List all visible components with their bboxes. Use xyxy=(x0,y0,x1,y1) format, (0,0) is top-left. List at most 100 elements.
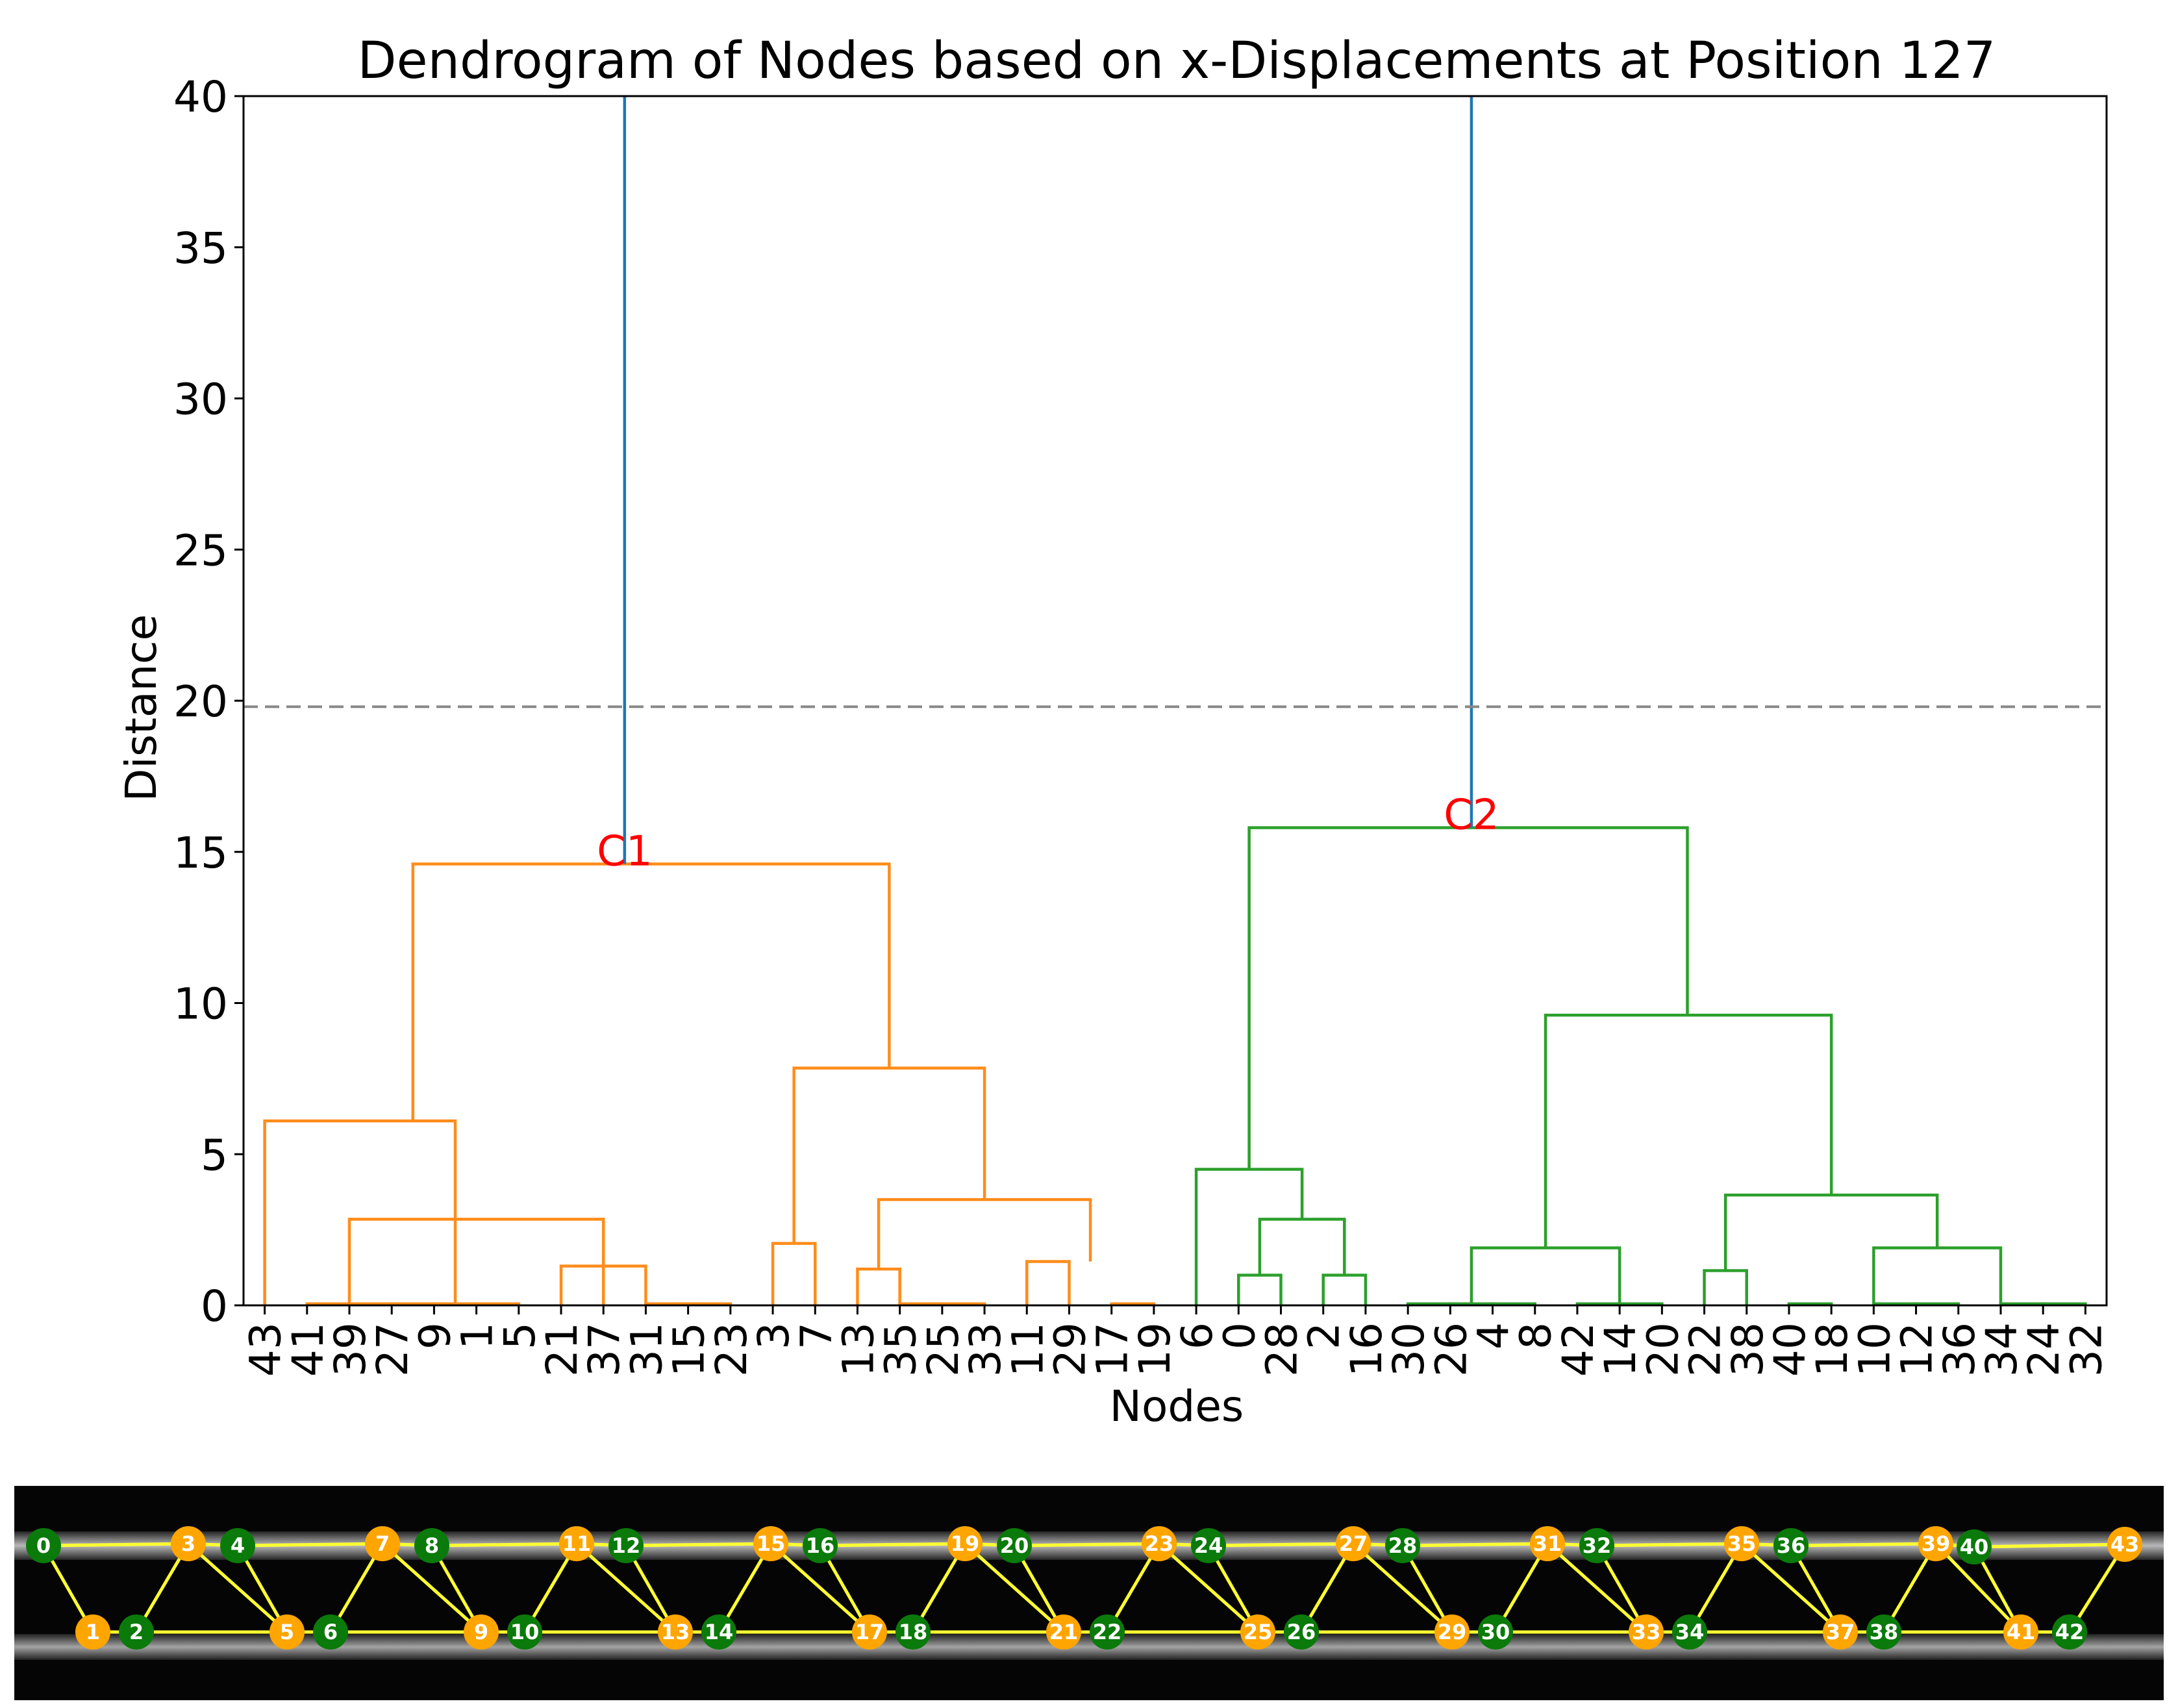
truss-node xyxy=(1385,1528,1420,1563)
leaf-label: 16 xyxy=(1342,1322,1392,1377)
truss-node-label: 18 xyxy=(899,1620,928,1644)
truss-node-label: 17 xyxy=(855,1620,884,1644)
truss-edge xyxy=(1973,1542,2125,1549)
dendrogram-link-c2 xyxy=(1544,1013,1833,1248)
dendrogram-link-c1 xyxy=(877,1198,1092,1270)
dendrogram-link-c2 xyxy=(1237,1274,1283,1305)
truss-edge xyxy=(1596,1542,1742,1548)
leaf-label: 42 xyxy=(1553,1322,1603,1377)
truss-node-label: 2 xyxy=(129,1620,144,1644)
x-axis-label: Nodes xyxy=(1110,1381,1244,1431)
leaf-label: 20 xyxy=(1638,1322,1688,1377)
leaf-label: 1 xyxy=(453,1322,503,1350)
leaf-label: 26 xyxy=(1426,1322,1476,1377)
truss-edge xyxy=(1402,1542,1548,1548)
truss-node xyxy=(1142,1526,1177,1561)
y-tick-label: 20 xyxy=(173,677,228,727)
truss-node-label: 3 xyxy=(181,1531,195,1556)
leaf-label: 12 xyxy=(1892,1322,1942,1377)
truss-node xyxy=(608,1528,644,1563)
dendrogram-link-c1 xyxy=(347,1218,605,1305)
leaf-label: 30 xyxy=(1384,1322,1434,1377)
truss-edge xyxy=(1208,1542,1354,1548)
dendrogram-link-c2 xyxy=(1258,1218,1346,1275)
leaf-label: 23 xyxy=(707,1322,757,1377)
y-tick-label: 15 xyxy=(173,828,228,878)
truss-node-label: 14 xyxy=(705,1620,734,1644)
truss-node-label: 38 xyxy=(1870,1620,1899,1644)
leaf-label: 36 xyxy=(1934,1322,1984,1377)
truss-node xyxy=(1773,1528,1809,1563)
plot-frame xyxy=(242,95,2108,1307)
leaf-label: 2 xyxy=(1299,1322,1349,1350)
truss-node xyxy=(119,1614,154,1650)
truss-node-label: 43 xyxy=(2110,1532,2140,1557)
truss-node xyxy=(701,1614,736,1650)
dendrogram-link-c1 xyxy=(792,1066,986,1244)
lower-beam xyxy=(14,1634,2164,1660)
truss-node xyxy=(1866,1614,1901,1650)
leaf-label: 19 xyxy=(1130,1322,1180,1377)
truss-edge xyxy=(964,1542,1065,1633)
truss-edge xyxy=(1014,1542,1160,1548)
truss-edge xyxy=(431,1542,577,1548)
truss-edge xyxy=(770,1542,871,1633)
y-tick-label: 35 xyxy=(173,223,228,273)
leaf-label: 31 xyxy=(621,1322,671,1377)
truss-node-label: 24 xyxy=(1194,1533,1223,1558)
leaf-label: 9 xyxy=(410,1322,460,1350)
truss-node xyxy=(2107,1527,2142,1562)
chart-title: Dendrogram of Nodes based on x-Displacem… xyxy=(358,32,1996,90)
truss-node xyxy=(1530,1526,1565,1561)
leaf-label: 27 xyxy=(368,1322,418,1377)
leaf-label: 8 xyxy=(1511,1322,1561,1350)
leaf-label: 28 xyxy=(1257,1322,1307,1377)
truss-node-label: 5 xyxy=(280,1620,294,1644)
leaf-label: 22 xyxy=(1681,1322,1731,1377)
y-tick-label: 40 xyxy=(173,72,228,122)
dendrogram-link-c2 xyxy=(1321,1274,1368,1305)
leaf-label: 39 xyxy=(325,1322,375,1377)
dendrogram-chart: Dendrogram of Nodes based on x-Displacem… xyxy=(116,32,2111,1431)
leaf-label: 17 xyxy=(1088,1322,1138,1377)
dendrogram-links xyxy=(263,826,2087,1305)
truss-node-label: 9 xyxy=(474,1620,488,1644)
cluster-label: C1 xyxy=(597,827,652,875)
truss-node xyxy=(803,1528,838,1563)
dendrogram-link-c2 xyxy=(1872,1246,2003,1305)
dendrogram-link-c1 xyxy=(856,1267,901,1305)
truss-node-label: 34 xyxy=(1675,1620,1705,1644)
truss-node-label: 32 xyxy=(1583,1533,1612,1558)
truss-edge xyxy=(625,1542,771,1548)
truss-node xyxy=(1046,1614,1081,1650)
truss-node-label: 30 xyxy=(1481,1620,1510,1644)
truss-node xyxy=(365,1526,400,1561)
truss-node xyxy=(1090,1614,1125,1650)
dendrogram-link-c2 xyxy=(1470,1246,1621,1305)
truss-node-label: 35 xyxy=(1727,1531,1757,1556)
truss-edge xyxy=(575,1542,677,1633)
dendrogram-link-c2 xyxy=(1723,1193,1939,1271)
leaf-label: 0 xyxy=(1214,1322,1264,1350)
dendrogram-link-c1 xyxy=(559,1264,647,1305)
truss-node xyxy=(852,1614,887,1650)
truss-node xyxy=(2003,1614,2038,1650)
leaf-label: 5 xyxy=(495,1322,545,1350)
truss-edge xyxy=(1546,1542,1647,1633)
truss-node-label: 40 xyxy=(1960,1535,1989,1559)
leaf-label: 15 xyxy=(664,1322,714,1377)
leaf-label: 41 xyxy=(283,1322,333,1377)
truss-node xyxy=(895,1614,931,1650)
leaf-label: 21 xyxy=(537,1322,587,1377)
leaf-label: 29 xyxy=(1045,1322,1095,1377)
truss-edge xyxy=(187,1542,288,1633)
truss-node xyxy=(1672,1614,1707,1650)
truss-node xyxy=(507,1614,542,1650)
leaf-label: 40 xyxy=(1765,1322,1815,1377)
truss-node xyxy=(464,1614,499,1650)
truss-node-label: 20 xyxy=(1000,1533,1029,1558)
truss-node-label: 8 xyxy=(425,1533,439,1558)
leaf-label: 13 xyxy=(833,1322,883,1377)
